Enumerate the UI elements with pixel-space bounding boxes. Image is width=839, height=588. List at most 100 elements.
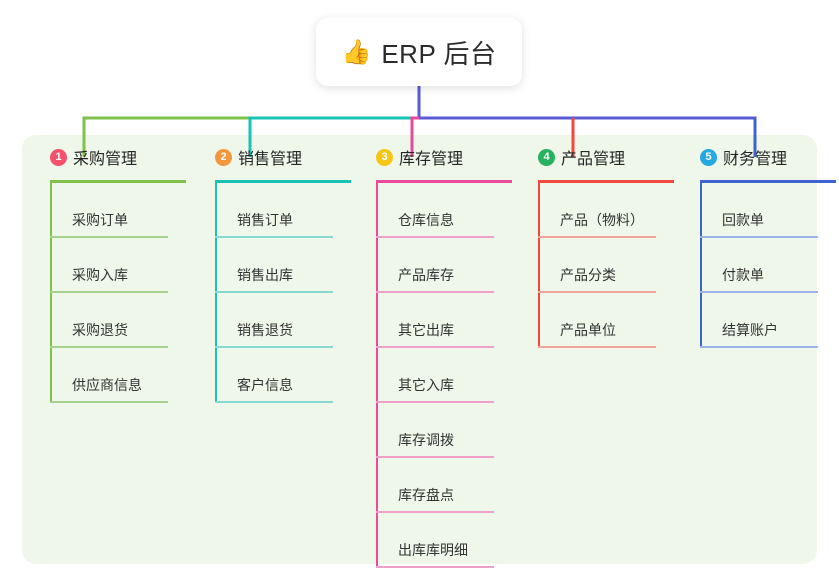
submodule-item[interactable]: 库存盘点 xyxy=(376,458,512,513)
module-underline xyxy=(50,180,186,183)
submodule-label: 采购退货 xyxy=(72,322,128,338)
submodule-item[interactable]: 采购订单 xyxy=(50,183,186,238)
submodule-label: 结算账户 xyxy=(722,322,778,338)
submodule-list: 产品（物料） 产品分类产品单位 xyxy=(538,183,674,348)
module-title: 产品管理 xyxy=(561,151,626,168)
submodule-item[interactable]: 仓库信息 xyxy=(376,183,512,238)
module-title: 库存管理 xyxy=(399,151,464,168)
submodule-item[interactable]: 销售退货 xyxy=(215,293,351,348)
submodule-item[interactable]: 付款单 xyxy=(700,238,836,293)
submodule-item[interactable]: 销售出库 xyxy=(215,238,351,293)
submodule-label: 客户信息 xyxy=(237,377,293,393)
submodule-underline xyxy=(538,236,656,238)
submodule-underline xyxy=(215,291,333,293)
submodule-spine xyxy=(376,458,378,513)
module-underline xyxy=(215,180,351,183)
submodule-underline xyxy=(376,566,494,568)
submodule-label: 库存调拨 xyxy=(398,432,454,448)
module-header-1[interactable]: 1 采购管理 xyxy=(36,146,186,168)
submodule-item[interactable]: 客户信息 xyxy=(215,348,351,403)
module-title: 采购管理 xyxy=(73,151,138,168)
submodule-item[interactable]: 其它出库 xyxy=(376,293,512,348)
submodule-underline xyxy=(538,291,656,293)
modules-panel xyxy=(22,135,817,564)
submodule-underline xyxy=(376,511,494,513)
submodule-spine xyxy=(538,293,540,348)
submodule-spine xyxy=(700,183,702,238)
thumbs-up-icon: 👍 xyxy=(341,38,372,66)
submodule-label: 产品分类 xyxy=(560,267,616,283)
submodule-label: 产品库存 xyxy=(398,267,454,283)
submodule-spine xyxy=(215,348,217,403)
submodule-item[interactable]: 采购入库 xyxy=(50,238,186,293)
submodule-label: 采购入库 xyxy=(72,267,128,283)
submodule-underline xyxy=(376,401,494,403)
submodule-spine xyxy=(215,238,217,293)
submodule-spine xyxy=(376,403,378,458)
submodule-item[interactable]: 产品库存 xyxy=(376,238,512,293)
submodule-item[interactable]: 产品分类 xyxy=(538,238,674,293)
submodule-underline xyxy=(700,236,818,238)
submodule-label: 出库库明细 xyxy=(398,542,468,558)
submodule-list: 销售订单销售出库销售退货客户信息 xyxy=(215,183,351,403)
submodule-item[interactable]: 结算账户 xyxy=(700,293,836,348)
submodule-spine xyxy=(376,513,378,568)
submodule-underline xyxy=(215,401,333,403)
submodule-label: 其它出库 xyxy=(398,322,454,338)
submodule-spine xyxy=(376,238,378,293)
submodule-item[interactable]: 库存调拨 xyxy=(376,403,512,458)
module-number-badge: 2 xyxy=(215,148,232,166)
submodule-item[interactable]: 产品（物料） xyxy=(538,183,674,238)
submodule-label: 仓库信息 xyxy=(398,212,454,228)
submodule-underline xyxy=(538,346,656,348)
submodule-spine xyxy=(376,183,378,238)
submodule-underline xyxy=(376,236,494,238)
submodule-item[interactable]: 产品单位 xyxy=(538,293,674,348)
submodule-label: 销售出库 xyxy=(237,267,293,283)
submodule-underline xyxy=(215,236,333,238)
submodule-spine xyxy=(50,348,52,403)
submodule-label: 回款单 xyxy=(722,212,764,228)
submodule-item[interactable]: 其它入库 xyxy=(376,348,512,403)
module-title: 财务管理 xyxy=(723,151,788,168)
submodule-label: 销售退货 xyxy=(237,322,293,338)
module-header-2[interactable]: 2 销售管理 xyxy=(201,146,351,168)
submodule-list: 采购订单采购入库采购退货供应商信息 xyxy=(50,183,186,403)
submodule-spine xyxy=(215,293,217,348)
module-header-4[interactable]: 4 产品管理 xyxy=(524,146,674,168)
submodule-spine xyxy=(50,293,52,348)
submodule-label: 产品（物料） xyxy=(560,212,644,228)
submodule-label: 付款单 xyxy=(722,267,764,283)
submodule-label: 库存盘点 xyxy=(398,487,454,503)
submodule-item[interactable]: 销售订单 xyxy=(215,183,351,238)
submodule-spine xyxy=(700,238,702,293)
submodule-label: 销售订单 xyxy=(237,212,293,228)
submodule-label: 产品单位 xyxy=(560,322,616,338)
root-node-card[interactable]: 👍 ERP 后台 xyxy=(316,18,522,86)
submodule-underline xyxy=(376,291,494,293)
submodule-underline xyxy=(700,346,818,348)
page-title: ERP 后台 xyxy=(381,38,497,69)
module-underline xyxy=(538,180,674,183)
module-title: 销售管理 xyxy=(238,151,303,168)
module-column-4: 4 产品管理产品（物料） 产品分类产品单位 xyxy=(524,146,674,348)
submodule-item[interactable]: 出库库明细 xyxy=(376,513,512,568)
module-number-badge: 4 xyxy=(538,148,555,166)
submodule-underline xyxy=(50,236,168,238)
module-number-badge: 1 xyxy=(50,148,67,166)
submodule-spine xyxy=(700,293,702,348)
submodule-spine xyxy=(215,183,217,238)
submodule-spine xyxy=(376,348,378,403)
module-underline xyxy=(700,180,836,183)
module-column-2: 2 销售管理销售订单销售出库销售退货客户信息 xyxy=(201,146,351,403)
submodule-underline xyxy=(50,346,168,348)
submodule-item[interactable]: 供应商信息 xyxy=(50,348,186,403)
submodule-item[interactable]: 采购退货 xyxy=(50,293,186,348)
submodule-underline xyxy=(700,291,818,293)
submodule-item[interactable]: 回款单 xyxy=(700,183,836,238)
